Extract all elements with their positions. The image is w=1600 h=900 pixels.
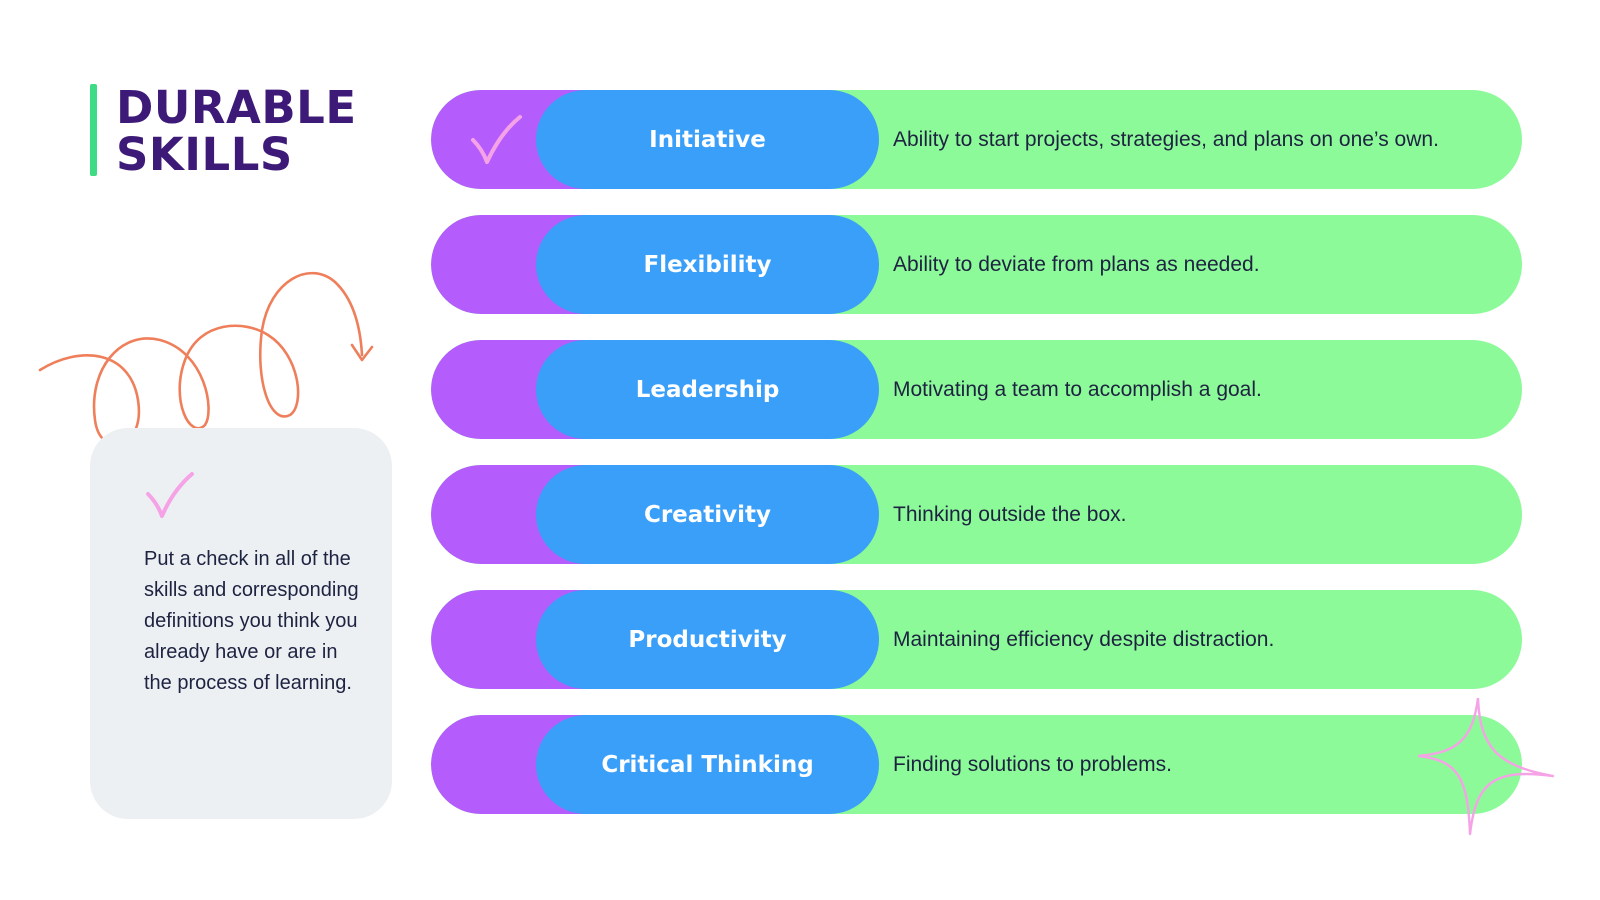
skill-name: Productivity — [536, 590, 879, 689]
skill-name: Flexibility — [536, 215, 879, 314]
title-line-2: SKILLS — [116, 128, 293, 181]
skill-row[interactable]: Initiative Ability to start projects, st… — [431, 90, 1522, 189]
skill-row[interactable]: Productivity Maintaining efficiency desp… — [431, 590, 1522, 689]
skills-list: Initiative Ability to start projects, st… — [431, 90, 1522, 814]
skill-name: Initiative — [536, 90, 879, 189]
spiral-arrow-icon — [38, 271, 374, 446]
checkmark-icon — [146, 472, 194, 518]
checkmark-icon — [471, 115, 522, 164]
instruction-text: Put a check in all of the skills and cor… — [144, 548, 359, 694]
skill-row[interactable]: Creativity Thinking outside the box. — [431, 465, 1522, 564]
skill-row[interactable]: Critical Thinking Finding solutions to p… — [431, 715, 1522, 814]
skill-name: Creativity — [536, 465, 879, 564]
title-line-1: DURABLE — [116, 81, 357, 134]
skill-name: Leadership — [536, 340, 879, 439]
skill-description: Finding solutions to problems. — [893, 752, 1172, 776]
skill-description: Ability to start projects, strategies, a… — [893, 127, 1439, 151]
skill-description: Motivating a team to accomplish a goal. — [893, 377, 1262, 401]
instruction-card: Put a check in all of the skills and cor… — [90, 428, 392, 819]
skill-description: Ability to deviate from plans as needed. — [893, 252, 1260, 276]
skill-description: Maintaining efficiency despite distracti… — [893, 627, 1275, 651]
title-text: DURABLE SKILLS — [116, 81, 357, 181]
skill-name: Critical Thinking — [536, 715, 879, 814]
skill-row[interactable]: Leadership Motivating a team to accompli… — [431, 340, 1522, 439]
title-accent-bar — [90, 84, 97, 176]
skill-row[interactable]: Flexibility Ability to deviate from plan… — [431, 215, 1522, 314]
skill-description: Thinking outside the box. — [893, 502, 1127, 526]
page-title: DURABLE SKILLS — [90, 81, 357, 181]
